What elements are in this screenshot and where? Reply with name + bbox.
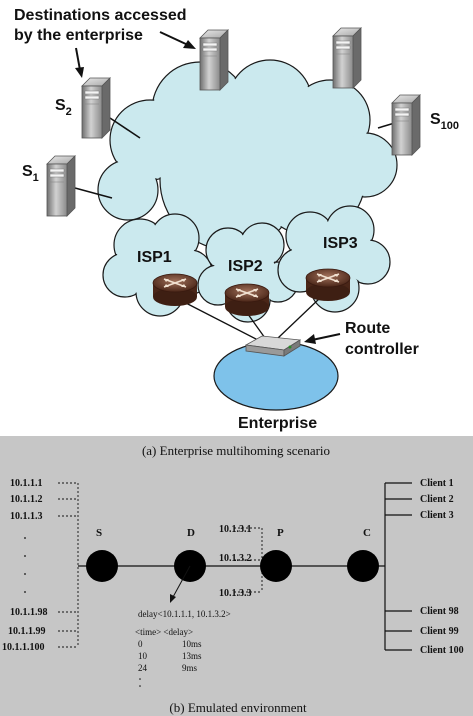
node-label-d: D — [187, 527, 195, 539]
server-label-s100: S100 — [430, 111, 459, 132]
ellipsis-dots — [139, 678, 141, 687]
node-c — [347, 550, 379, 582]
arrow-icon — [170, 565, 191, 603]
server-s2-icon — [81, 77, 111, 139]
delay-schedule: delay<10.1.1.1, 10.1.3.2> <time> <delay>… — [135, 609, 231, 673]
delay-value: 13ms — [182, 651, 202, 661]
isp2-label: ISP2 — [228, 258, 263, 275]
delay-time: 0 — [138, 639, 143, 649]
node-s — [86, 550, 118, 582]
ellipsis-dots — [24, 537, 26, 593]
left-bracket — [58, 482, 79, 648]
arrow-icon — [75, 31, 196, 78]
route-controller-label-line1: Route — [345, 320, 390, 337]
destinations-title-line1: Destinations accessed — [14, 7, 187, 24]
server-icon — [332, 27, 362, 89]
server-label-s1: S1 — [22, 163, 39, 184]
address-label: 10.1.1.98 — [10, 607, 48, 618]
address-label: 10.1.1.3 — [10, 511, 43, 522]
destinations-title-line2: by the enterprise — [14, 27, 143, 44]
client-label: Client 98 — [420, 606, 459, 617]
caption-b: (b) Emulated environment — [169, 700, 307, 715]
panel-b: (a) Enterprise multihoming scenario 10.1… — [0, 436, 473, 716]
client-label: Client 3 — [420, 510, 454, 521]
address-label: 10.1.3.1 — [219, 524, 252, 535]
route-controller-label-line2: controller — [345, 341, 419, 358]
delay-time: 24 — [138, 663, 148, 673]
node-p — [260, 550, 292, 582]
delay-value: 9ms — [182, 663, 198, 673]
address-label: 10.1.1.2 — [10, 494, 43, 505]
delay-table-header: <time> <delay> — [135, 627, 193, 637]
address-label: 10.1.3.2 — [219, 553, 252, 564]
router-isp2-icon — [224, 283, 270, 317]
address-label: 10.1.3.3 — [219, 588, 252, 599]
route-controller-icon — [244, 335, 302, 357]
server-s1-icon — [46, 155, 76, 217]
enterprise-label: Enterprise — [238, 415, 317, 432]
arrow-icon — [304, 333, 341, 344]
client-label: Client 99 — [420, 626, 459, 637]
isp1-label: ISP1 — [137, 249, 172, 266]
router-isp3-icon — [305, 268, 351, 302]
client-label: Client 2 — [420, 494, 454, 505]
server-s100-icon — [391, 94, 421, 156]
client-label: Client 100 — [420, 645, 464, 656]
node-label-s: S — [96, 527, 102, 539]
p-address-list: 10.1.3.1 10.1.3.2 10.1.3.3 — [219, 524, 252, 599]
caption-a: (a) Enterprise multihoming scenario — [142, 443, 330, 458]
client-list: Client 1 Client 2 Client 3 Client 98 Cli… — [420, 478, 464, 656]
delay-rule: delay<10.1.1.1, 10.1.3.2> — [138, 609, 231, 619]
server-icon — [199, 29, 229, 91]
address-label: 10.1.1.99 — [8, 626, 46, 637]
router-isp1-icon — [152, 273, 198, 307]
delay-time: 10 — [138, 651, 148, 661]
panel-a: S2 S1 S100 Destinations accessed by the … — [14, 7, 460, 432]
isp3-label: ISP3 — [323, 235, 358, 252]
address-label: 10.1.1.1 — [10, 478, 43, 489]
address-label: 10.1.1.100 — [2, 642, 45, 653]
server-label-s2: S2 — [55, 97, 72, 118]
left-address-list: 10.1.1.1 10.1.1.2 10.1.1.3 10.1.1.98 10.… — [2, 478, 48, 653]
node-label-c: C — [363, 527, 371, 539]
delay-value: 10ms — [182, 639, 202, 649]
client-label: Client 1 — [420, 478, 454, 489]
client-bracket — [384, 482, 412, 651]
node-label-p: P — [277, 527, 284, 539]
